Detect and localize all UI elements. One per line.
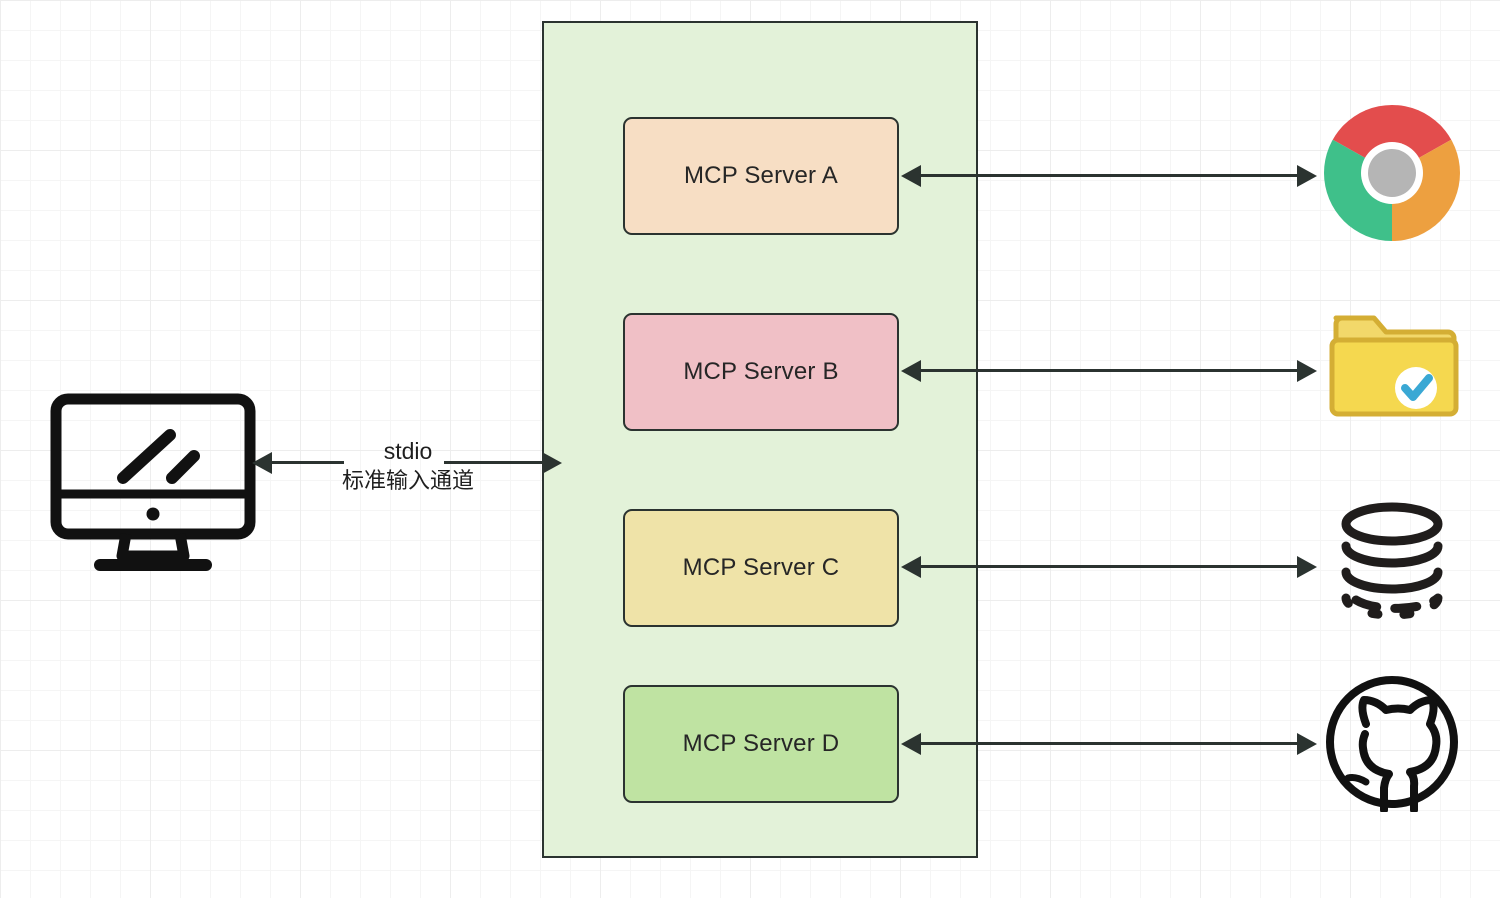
link-d-arrow-left — [901, 733, 921, 755]
server-label-c: MCP Server C — [682, 554, 840, 581]
stdio-label: stdio 标准输入通道 — [258, 436, 558, 496]
stdio-arrow-to-host — [542, 452, 562, 474]
database-icon — [1322, 496, 1462, 636]
link-d-arrow-right — [1297, 733, 1317, 755]
link-b-arrow-right — [1297, 360, 1317, 382]
stdio-line-right — [444, 461, 542, 464]
link-c-arrow-left — [901, 556, 921, 578]
chrome-icon — [1322, 103, 1462, 243]
server-box-b[interactable]: MCP Server B — [623, 313, 899, 431]
server-label-d: MCP Server D — [682, 730, 840, 757]
folder-icon — [1322, 296, 1462, 436]
server-box-a[interactable]: MCP Server A — [623, 117, 899, 235]
link-d-line — [919, 742, 1301, 745]
server-label-a: MCP Server A — [683, 162, 838, 189]
server-box-d[interactable]: MCP Server D — [623, 685, 899, 803]
link-a-arrow-left — [901, 165, 921, 187]
link-b-line — [919, 369, 1301, 372]
link-a-line — [919, 174, 1301, 177]
server-label-b: MCP Server B — [683, 358, 839, 385]
github-icon — [1322, 672, 1462, 814]
stdio-label-cn: 标准输入通道 — [341, 468, 474, 493]
link-c-line — [919, 565, 1301, 568]
stdio-line-left — [270, 461, 344, 464]
link-a-arrow-right — [1297, 165, 1317, 187]
monitor-icon — [48, 393, 258, 578]
stdio-arrow-to-client — [252, 452, 272, 474]
link-c-arrow-right — [1297, 556, 1317, 578]
server-box-c[interactable]: MCP Server C — [623, 509, 899, 627]
link-b-arrow-left — [901, 360, 921, 382]
